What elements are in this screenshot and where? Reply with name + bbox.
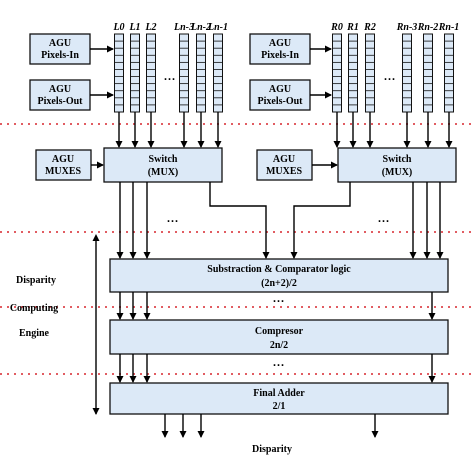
switch-mux-left-box [103, 147, 223, 183]
final-adder-box [109, 382, 449, 415]
sub-output-ellipsis: ... [273, 291, 285, 305]
reg-label-r0: R0 [330, 22, 343, 33]
final-adder-title: Final Adder [253, 388, 305, 399]
register-rn-1 [444, 33, 454, 148]
switch-right-line2: (MUX) [382, 167, 413, 178]
reg-label-l2: L2 [144, 22, 156, 33]
reg-label-ln-1: Ln-1 [207, 22, 228, 33]
register-ln-3 [179, 33, 189, 148]
disparity-output-label: Disparity [252, 444, 292, 455]
register-r0 [332, 33, 342, 148]
agu-pixels-in-left-line1: AGU [49, 38, 71, 49]
agu-muxes-right-line2: MUXES [266, 166, 303, 177]
comp-output-ellipsis: ... [273, 355, 285, 369]
register-rn-2 [423, 33, 433, 148]
register-ln-1 [213, 33, 223, 148]
reg-label-r2: R2 [363, 22, 376, 33]
agu-muxes-right-line1: AGU [273, 154, 295, 165]
agu-pixels-in-left-box [29, 33, 91, 65]
reg-label-r1: R1 [346, 22, 359, 33]
agu-pixels-out-right-line2: Pixels-Out [258, 96, 304, 107]
switch-right-ellipsis: ... [378, 211, 390, 225]
side-label-engine: Engine [19, 328, 50, 339]
register-l0 [114, 33, 124, 148]
agu-pixels-out-left-line1: AGU [49, 84, 71, 95]
switch-left-ellipsis: ... [167, 211, 179, 225]
side-label-disparity: Disparity [16, 275, 56, 286]
reg-label-rn-2: Rn-2 [417, 22, 439, 33]
register-l1 [130, 33, 140, 148]
compresor-title: Compresor [255, 326, 304, 337]
reg-label-l0: L0 [112, 22, 124, 33]
final-adder-ratio: 2/1 [273, 401, 286, 412]
reg-label-l1: L1 [128, 22, 140, 33]
agu-muxes-right-box [256, 149, 313, 181]
agu-pixels-out-right-line1: AGU [269, 84, 291, 95]
reg-label-ln-2: Ln-2 [190, 22, 211, 33]
reg-label-ln-3: Ln-3 [173, 22, 194, 33]
agu-pixels-out-left-line2: Pixels-Out [38, 96, 84, 107]
agu-muxes-left-line1: AGU [52, 154, 74, 165]
reg-label-rn-3: Rn-3 [396, 22, 418, 33]
register-l2 [146, 33, 156, 148]
agu-pixels-out-left-box [29, 79, 91, 111]
switch-mux-right-box [337, 147, 457, 183]
agu-pixels-in-right-line2: Pixels-In [261, 50, 299, 61]
reg-label-rn-1: Rn-1 [438, 22, 460, 33]
agu-pixels-in-left-line2: Pixels-In [41, 50, 79, 61]
reg-ellipsis-right: ... [384, 69, 396, 83]
compresor-box [109, 319, 449, 355]
agu-muxes-left-box [35, 149, 92, 181]
right-register-bank [332, 33, 454, 148]
register-ln-2 [196, 33, 206, 148]
left-register-bank [114, 33, 223, 148]
substraction-title: Substraction & Comparator logic [207, 264, 351, 275]
register-rn-3 [402, 33, 412, 148]
agu-pixels-out-right-box [249, 79, 311, 111]
substraction-comparator-box [109, 258, 449, 293]
register-r2 [365, 33, 375, 148]
switch-left-line2: (MUX) [148, 167, 179, 178]
switch-right-line1: Switch [383, 154, 412, 165]
substraction-ratio: (2n+2)/2 [261, 278, 297, 289]
switch-left-line1: Switch [149, 154, 178, 165]
register-r1 [348, 33, 358, 148]
compresor-ratio: 2n/2 [270, 340, 288, 351]
reg-ellipsis-left: ... [164, 69, 176, 83]
agu-pixels-in-right-line1: AGU [269, 38, 291, 49]
side-label-computing: Computing [10, 303, 58, 314]
agu-muxes-left-line2: MUXES [45, 166, 82, 177]
